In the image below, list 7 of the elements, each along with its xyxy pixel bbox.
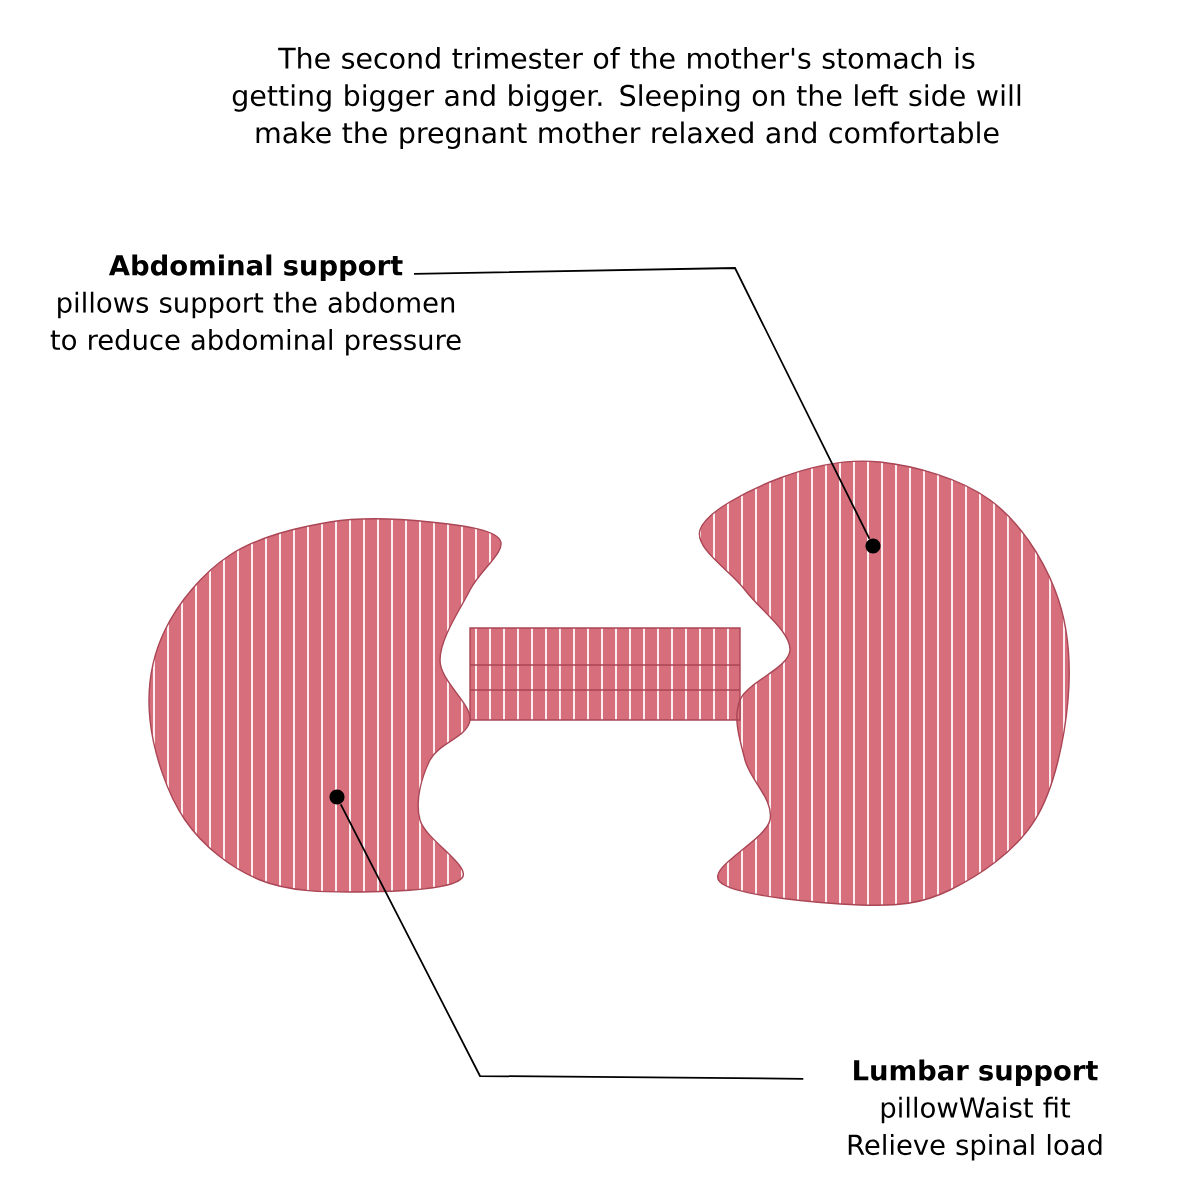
callout-text: Abdominal support pillows support the abdomen to reduce abdominal pressure <box>50 254 461 356</box>
title-text: The second trimester of the mother's stomach is getting bigger and bigger. Sleeping on the left side will make the pregnant mother relaxed and comfortable <box>232 47 1021 149</box>
marker-dot <box>865 538 881 554</box>
callout-text: Lumbar support pillowWaist fit Relieve spinal load <box>848 1059 1102 1161</box>
marker-dot <box>329 789 345 805</box>
leader-line <box>339 803 805 1080</box>
leader-line <box>413 267 871 540</box>
